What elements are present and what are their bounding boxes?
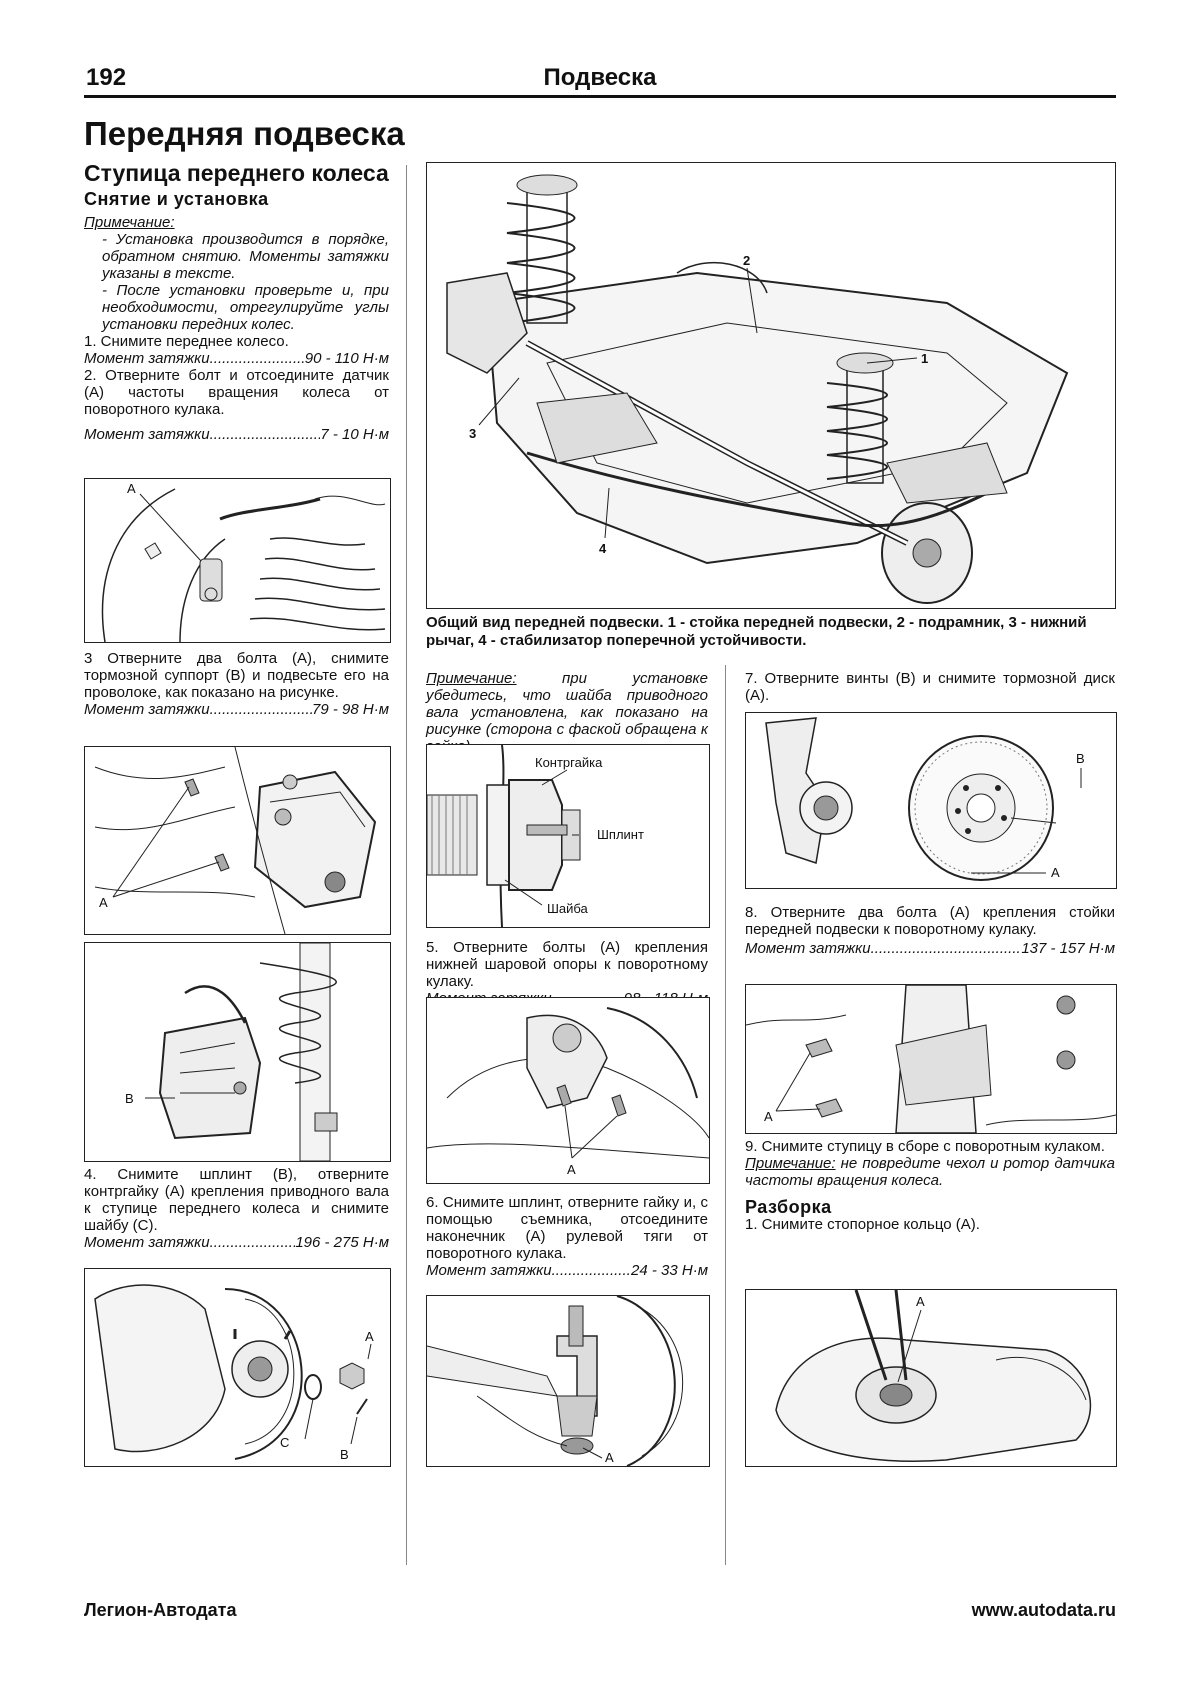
label-a: A <box>127 481 136 496</box>
figure-strut-knuckle-bolts: A <box>745 984 1117 1134</box>
label-1: 1 <box>921 351 928 366</box>
torque-spec: Момент затяжки196 - 275 Н·м <box>84 1234 389 1251</box>
illustration: A C B <box>94 1284 374 1462</box>
figure-front-suspension-overview: 1 2 3 4 <box>426 162 1116 609</box>
step-text: 3 Отверните два болта (А), снимите тормо… <box>84 650 389 701</box>
step-text: 4. Снимите шплинт (В), отверните контрга… <box>84 1166 389 1234</box>
label-c: C <box>280 1435 289 1450</box>
step-text: 5. Отверните болты (А) крепления нижней … <box>426 939 708 990</box>
figure-wheel-speed-sensor: A <box>84 478 391 643</box>
label-b: B <box>340 1447 349 1462</box>
footer-website[interactable]: www.autodata.ru <box>971 1600 1116 1620</box>
label-a: A <box>916 1294 925 1309</box>
disassembly-title: Разборка <box>745 1197 832 1217</box>
note-label: Примечание: <box>745 1155 836 1172</box>
step-text: 9. Снимите ступицу в сборе с поворотным … <box>745 1138 1105 1155</box>
left-column-step3: 3 Отверните два болта (А), снимите тормо… <box>84 650 389 718</box>
subsection-title: Ступица переднего колеса <box>84 160 389 186</box>
illustration: Контргайка Шплинт Шайба <box>427 745 644 927</box>
header-rule <box>84 95 1116 98</box>
label-4: 4 <box>599 541 607 556</box>
illustration: B <box>125 943 338 1161</box>
label-b: B <box>1076 751 1085 766</box>
page-number: 192 <box>86 64 127 91</box>
figure-tie-rod-puller: A <box>426 1295 710 1467</box>
right-column-step9: 9. Снимите ступицу в сборе с поворотным … <box>745 1138 1115 1233</box>
torque-spec: Момент затяжки137 - 157 Н·м <box>745 940 1115 957</box>
figure-hub-locknut: A C B <box>84 1268 391 1467</box>
label-a: A <box>567 1162 576 1177</box>
label-b: B <box>125 1091 134 1106</box>
illustration: A <box>101 481 386 642</box>
label-cotter: Шплинт <box>597 827 644 842</box>
step-text: 7. Отверните винты (В) и снимите тормозн… <box>745 670 1115 704</box>
figure-snap-ring: A <box>745 1289 1117 1467</box>
note-label: Примечание: <box>84 214 175 231</box>
footer-publisher: Легион-Автодата <box>84 1600 237 1620</box>
note-item: - Установка производится в порядке, обра… <box>102 231 389 282</box>
step-text: 1. Снимите стопорное кольцо (А). <box>745 1216 980 1233</box>
label-a: A <box>605 1450 614 1465</box>
figure-caliper-bolts: A <box>84 746 391 935</box>
label-2: 2 <box>743 253 750 268</box>
illustration: A <box>775 1290 1092 1462</box>
overview-caption: Общий вид передней подвески. 1 - стойка … <box>426 614 1087 649</box>
section-title: Передняя подвеска <box>84 115 405 152</box>
right-column-step7: 7. Отверните винты (В) и снимите тормозн… <box>745 670 1115 704</box>
chapter-title: Подвеска <box>543 64 657 91</box>
note-item: - После установки проверьте и, при необх… <box>102 282 389 333</box>
illustration: A <box>427 1007 709 1177</box>
procedure-title: Снятие и установка <box>84 189 269 209</box>
label-locknut: Контргайка <box>535 755 603 770</box>
column-divider-left <box>406 165 407 1565</box>
figure-brake-disc: B A <box>745 712 1117 889</box>
label-3: 3 <box>469 426 476 441</box>
illustration: A <box>94 747 377 934</box>
label-a: A <box>365 1329 374 1344</box>
illustration: A <box>427 1296 684 1466</box>
middle-column-step6: 6. Снимите шплинт, отверните гайку и, с … <box>426 1194 708 1279</box>
step-text: 8. Отверните два болта (А) крепления сто… <box>745 904 1115 938</box>
left-column-step4: 4. Снимите шплинт (В), отверните контрга… <box>84 1166 389 1251</box>
left-column-top: Ступица переднего колеса Снятие и устано… <box>84 160 389 443</box>
torque-spec: Момент затяжки24 - 33 Н·м <box>426 1262 708 1279</box>
illustration: 1 2 3 4 <box>446 174 1069 604</box>
step-text: 6. Снимите шплинт, отверните гайку и, с … <box>426 1194 708 1262</box>
column-divider-right <box>725 665 726 1565</box>
figure-caliper-hung: B <box>84 942 391 1162</box>
label-a: A <box>1051 865 1060 880</box>
torque-spec: Момент затяжки79 - 98 Н·м <box>84 701 389 718</box>
middle-column-note: Примечание: при установке убедитесь, что… <box>426 670 708 755</box>
figure-washer-orientation: Контргайка Шплинт Шайба <box>426 744 710 928</box>
step-text: 1. Снимите переднее колесо. <box>84 333 289 350</box>
torque-spec: Момент затяжки7 - 10 Н·м <box>84 426 389 443</box>
note-label: Примечание: <box>426 670 517 687</box>
figure-ball-joint-bolts: A <box>426 997 710 1184</box>
step-text: 2. Отверните болт и отсоедините датчик (… <box>84 367 389 418</box>
right-column-step8: 8. Отверните два болта (А) крепления сто… <box>745 904 1115 957</box>
label-a: A <box>764 1109 773 1124</box>
label-washer: Шайба <box>547 901 589 916</box>
torque-spec: Момент затяжки90 - 110 Н·м <box>84 350 389 367</box>
note-text: при установке убедитесь, что шайба приво… <box>426 670 708 755</box>
illustration: B A <box>765 717 1085 881</box>
note-text: не повредите чехол и ротор датчика часто… <box>745 1155 1116 1189</box>
label-a: A <box>99 895 108 910</box>
illustration: A <box>746 985 1116 1133</box>
